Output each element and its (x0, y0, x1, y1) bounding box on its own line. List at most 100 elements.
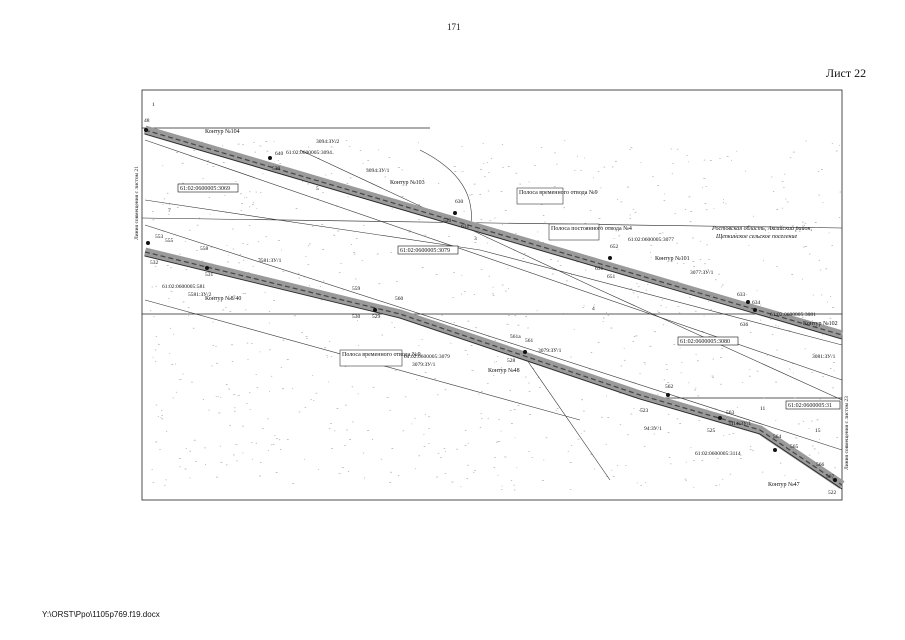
speckle (479, 426, 482, 428)
speckle (500, 191, 503, 192)
speckle (816, 419, 819, 421)
speckle (487, 242, 489, 244)
speckle (480, 168, 483, 170)
speckle (585, 269, 587, 271)
speckle (359, 150, 362, 151)
speckle (640, 162, 642, 163)
speckle (226, 245, 228, 246)
speckle (278, 439, 281, 441)
speckle (440, 457, 442, 459)
speckle (703, 159, 706, 161)
speckle (614, 160, 617, 162)
speckle (598, 218, 601, 219)
speckle (222, 162, 225, 163)
speckle (513, 484, 515, 486)
boxed-label: 61:02:0600005:31 (788, 403, 832, 409)
speckle (349, 439, 351, 440)
speckle (693, 460, 695, 461)
speckle (443, 448, 446, 449)
speckle (633, 408, 635, 409)
speckle (739, 458, 742, 459)
speckle (753, 215, 755, 217)
survey-point (453, 211, 457, 215)
speckle (645, 482, 647, 484)
speckle (280, 367, 282, 368)
svg-text:567: 567 (826, 474, 835, 480)
speckle (668, 457, 671, 458)
speckle (813, 448, 816, 450)
speckle (749, 449, 752, 450)
speckle (812, 294, 814, 296)
speckle (802, 420, 805, 422)
speckle (772, 191, 775, 192)
speckle (151, 469, 153, 470)
svg-text:530: 530 (352, 314, 361, 320)
speckle (155, 361, 157, 362)
speckle (700, 240, 702, 242)
speckle (504, 210, 507, 211)
speckle (597, 171, 600, 173)
speckle (189, 477, 191, 479)
speckle (335, 140, 337, 142)
speckle (513, 409, 516, 410)
speckle (692, 261, 695, 262)
speckle (282, 339, 285, 341)
speckle (689, 221, 692, 223)
svg-text:633: 633 (737, 292, 746, 298)
svg-text:630: 630 (455, 199, 464, 205)
speckle (706, 408, 708, 410)
speckle (467, 320, 470, 322)
parcel-boundaries (144, 139, 843, 481)
speckle (494, 361, 495, 363)
speckle (324, 347, 327, 349)
speckle (294, 315, 297, 317)
speckle (242, 293, 245, 295)
speckle (811, 372, 813, 373)
speckle (219, 445, 221, 447)
speckle (199, 217, 201, 219)
speckle (580, 433, 582, 434)
speckle (179, 253, 181, 255)
speckle (428, 428, 430, 429)
speckle (805, 140, 807, 142)
svg-text:565: 565 (790, 444, 799, 450)
speckle (220, 462, 223, 464)
svg-text:539: 539 (272, 166, 281, 172)
speckle (633, 335, 636, 337)
speckle (635, 335, 638, 337)
speckle (570, 356, 572, 358)
svg-text:Щепкинское сельское поселение: Щепкинское сельское поселение (715, 234, 797, 240)
speckle (197, 286, 199, 288)
speckle (207, 160, 210, 162)
speckle (683, 263, 685, 264)
speckle (494, 457, 496, 458)
speckle (707, 269, 709, 271)
svg-text:631: 631 (461, 224, 470, 230)
speckle (269, 322, 270, 324)
speckle (644, 363, 646, 365)
speckle (676, 418, 679, 420)
speckle (516, 467, 518, 469)
speckle (567, 451, 569, 452)
speckle (659, 258, 662, 259)
speckle (792, 151, 795, 153)
speckle (756, 290, 758, 292)
speckle (664, 193, 665, 195)
speckle (232, 454, 235, 456)
speckle (602, 321, 604, 322)
speckle (583, 305, 585, 306)
speckle (297, 272, 300, 274)
speckle (719, 484, 720, 486)
speckle (693, 486, 695, 488)
speckle (189, 229, 191, 231)
speckle (461, 293, 463, 295)
speckle (528, 414, 531, 415)
speckle (454, 171, 457, 172)
speckle (502, 224, 503, 225)
speckle (355, 238, 358, 239)
speckle (428, 443, 430, 444)
speckle (766, 355, 768, 356)
speckle (605, 444, 607, 445)
speckle (347, 196, 349, 198)
speckle (699, 259, 702, 261)
